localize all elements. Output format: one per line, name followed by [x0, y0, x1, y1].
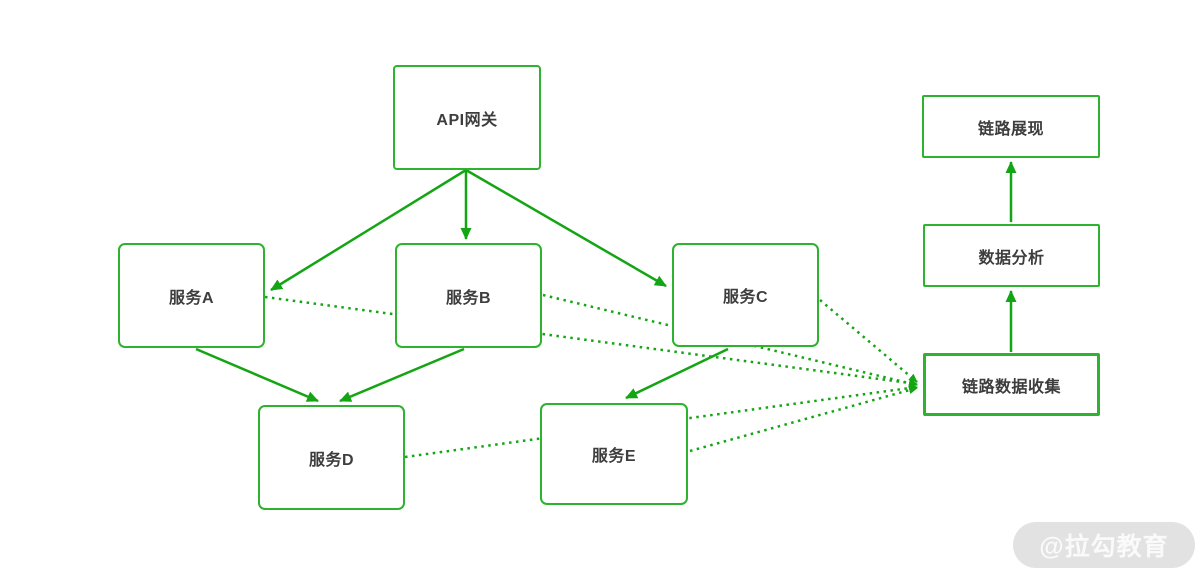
edge-gateway-to-service-a: [270, 168, 467, 292]
node-data-analysis-label: 数据分析: [978, 249, 1045, 267]
node-trace-collect[interactable]: 链路数据收集: [923, 353, 1100, 416]
node-trace-display[interactable]: 链路展现: [922, 95, 1100, 158]
node-api-gateway-label: API网关: [436, 111, 498, 129]
node-service-e[interactable]: 服务E: [540, 403, 688, 505]
node-api-gateway[interactable]: API网关: [393, 65, 541, 170]
node-trace-collect-label: 链路数据收集: [961, 378, 1061, 396]
node-service-e-label: 服务E: [591, 448, 637, 465]
node-service-b[interactable]: 服务B: [395, 243, 542, 348]
edge-service-e-to-collect: [689, 386, 918, 453]
edge-service-a-to-service-d: [195, 347, 319, 403]
node-service-a-label: 服务A: [168, 289, 215, 307]
node-service-c[interactable]: 服务C: [672, 243, 819, 347]
edge-gateway-to-service-c: [465, 168, 667, 288]
node-service-c-label: 服务C: [722, 289, 769, 306]
node-service-b-label: 服务B: [445, 289, 492, 307]
edge-service-c-to-service-e: [625, 347, 729, 400]
edge-service-b-to-collect: [542, 293, 918, 388]
watermark-badge: @拉勾教育: [1013, 522, 1195, 568]
node-service-a[interactable]: 服务A: [118, 243, 265, 348]
edge-service-b-to-service-d: [339, 347, 465, 403]
watermark-text: @拉勾教育: [1039, 533, 1169, 561]
edge-service-d-to-collect: [404, 384, 918, 459]
node-service-d[interactable]: 服务D: [258, 405, 405, 510]
node-service-d-label: 服务D: [308, 451, 355, 469]
node-trace-display-label: 链路展现: [977, 120, 1044, 138]
edge-service-a-to-collect: [264, 295, 918, 387]
node-data-analysis[interactable]: 数据分析: [923, 224, 1100, 287]
edge-service-c-to-collect: [819, 299, 918, 383]
